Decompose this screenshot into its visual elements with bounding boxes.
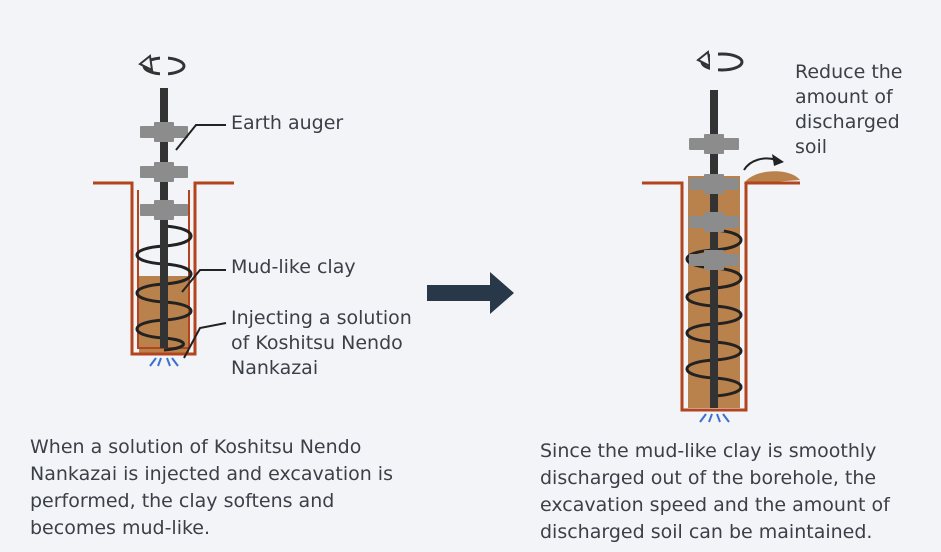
label-mud-clay: Mud-like clay [231,256,356,278]
right-rotation-arrow-icon [696,46,744,90]
right-caption: Since the mud-like clay is smoothly disc… [540,440,890,543]
leader-earth-auger [175,124,226,151]
right-auger-spiral [685,228,743,398]
right-borehole [642,46,800,423]
left-injection-spray-icon [149,357,179,367]
discharge-arrow-icon [743,154,784,171]
discharged-soil-mound [744,171,800,184]
left-caption: When a solution of Koshitsu Nendo Nankaz… [30,436,393,539]
process-arrow-icon [427,272,514,314]
right-injection-spray-icon [699,413,730,423]
left-auger-spiral [135,224,193,352]
left-auger-fins [140,122,188,220]
leader-injection [183,322,227,359]
right-auger-shaft [710,90,718,408]
leader-mud-clay [181,269,226,293]
label-reduce-discharged-soil: Reduce the amount of discharged soil [795,61,903,158]
left-borehole [93,50,234,367]
right-borehole-wall [642,181,800,412]
left-rotation-arrow-icon [138,50,186,88]
left-borehole-wall [93,181,234,356]
right-auger-fins [689,134,739,270]
label-earth-auger: Earth auger [231,112,344,134]
label-injecting-solution: Injecting a solution of Koshitsu Nendo N… [231,307,412,379]
